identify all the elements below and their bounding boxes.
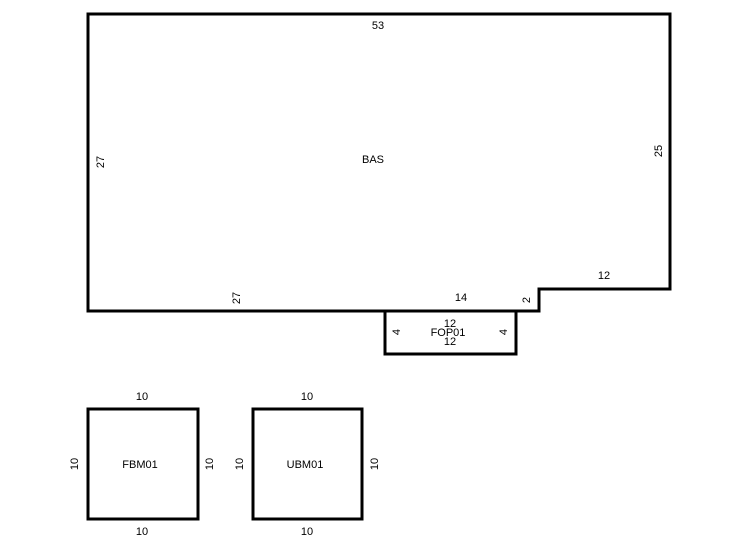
- fbm01-dim-right: 10: [204, 458, 216, 470]
- bas-outline[interactable]: [86, 12, 672, 313]
- bas-dim-bottom-mid: 14: [455, 292, 467, 304]
- fop01-dim-bottom: 12: [444, 336, 456, 348]
- bas-dim-bottom-left: 27: [231, 292, 243, 304]
- ubm01-dim-left: 10: [234, 458, 246, 470]
- fbm01-dim-top: 10: [136, 391, 148, 403]
- fop01-dim-left: 4: [391, 329, 403, 335]
- fbm01-dim-bottom: 10: [136, 526, 148, 538]
- area-ubm01[interactable]: UBM01 10 10 10 10: [234, 391, 381, 538]
- fop01-dim-top: 12: [444, 318, 456, 330]
- fop01-dim-right: 4: [498, 329, 510, 335]
- ubm01-dim-top: 10: [301, 391, 313, 403]
- bas-label: BAS: [362, 154, 384, 166]
- bas-dim-step: 2: [521, 297, 533, 303]
- fbm01-label: FBM01: [122, 459, 157, 471]
- fbm01-dim-left: 10: [69, 458, 81, 470]
- area-bas[interactable]: BAS 53 27 25 27 14 2 12: [86, 12, 672, 313]
- bas-dim-bottom-right: 12: [598, 270, 610, 282]
- ubm01-dim-right: 10: [369, 458, 381, 470]
- bas-dim-left: 27: [95, 156, 107, 168]
- area-fop01[interactable]: FOP01 12 12 4 4: [383, 309, 518, 356]
- ubm01-label: UBM01: [287, 459, 324, 471]
- bas-dim-top: 53: [372, 20, 384, 32]
- fop01-outline[interactable]: [383, 309, 518, 356]
- ubm01-dim-bottom: 10: [301, 526, 313, 538]
- area-fbm01[interactable]: FBM01 10 10 10 10: [69, 391, 216, 538]
- bas-dim-right: 25: [653, 145, 665, 157]
- ubm01-outline[interactable]: [251, 407, 364, 521]
- fop01-label: FOP01: [431, 327, 466, 339]
- fbm01-outline[interactable]: [86, 407, 200, 521]
